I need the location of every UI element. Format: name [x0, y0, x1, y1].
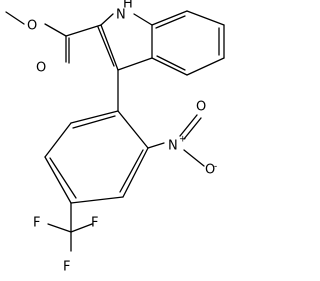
ester-to-indole-bond [65, 24, 102, 37]
aryl-bond-4 [44, 156, 72, 204]
c2-n1-bond [100, 13, 114, 26]
methoxy-oxygen-label: O [27, 19, 37, 34]
carbonyl-oxygen-label: O [36, 61, 46, 76]
ester-single-bond [44, 23, 67, 37]
aryl-bond-6 [70, 110, 119, 124]
methyl-bond [5, 11, 25, 25]
nitro-nitrogen-label: N [168, 139, 178, 154]
benzo-bond-1 [151, 10, 188, 26]
benzo-bond-2 [186, 10, 225, 26]
nitro-nitrogen-charge: + [179, 135, 187, 145]
aryl-double-line-1 [119, 149, 144, 193]
benzo-double-line-1 [155, 15, 186, 29]
fluorine-right-label: F [91, 216, 98, 231]
aryl-double-line-3 [72, 115, 116, 129]
chemical-structure-diagram: O O H N N + O O - F F F [0, 0, 237, 281]
indole-hydrogen-label: H [123, 0, 133, 12]
nitro-oxygen-single-label: O [205, 163, 215, 178]
indole-nitrogen-label: N [116, 8, 126, 23]
aryl-bond-3 [70, 196, 124, 204]
aryl-bond-2 [122, 147, 149, 198]
c3-c2-double-line [97, 26, 115, 67]
benzo-double-line-3 [156, 55, 186, 71]
nitro-oxygen-double-label: O [196, 100, 206, 115]
cf3-bond-1 [47, 223, 72, 233]
c3a-c3-bond [117, 57, 153, 71]
benzo-bond-5 [151, 57, 188, 76]
aryl-bond-1 [117, 110, 149, 149]
nitro-double-bond [179, 114, 198, 137]
nitro-single-bond [183, 149, 205, 167]
cf3-bond-2 [70, 223, 93, 233]
benzo-bond-4 [186, 57, 225, 76]
diagram-background [0, 0, 237, 281]
fluorine-left-label: F [33, 216, 40, 231]
fluorine-bottom-label: F [63, 260, 70, 275]
aryl-double-line-2 [49, 157, 77, 199]
n1-c7a-bond [133, 13, 153, 26]
aryl-bond-5 [44, 122, 72, 158]
c3-c2-bond [100, 24, 119, 71]
aryl-to-nitro-bond [147, 142, 165, 149]
nitro-oxygen-charge: - [214, 162, 217, 172]
nitro-double-bond-line [183, 117, 202, 140]
